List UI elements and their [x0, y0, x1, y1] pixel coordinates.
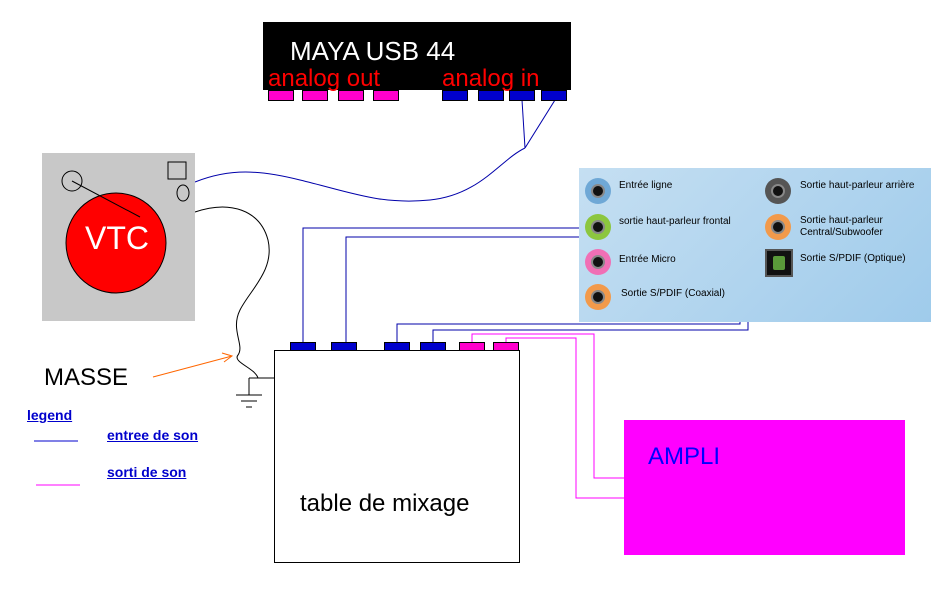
wire-mixer-to-line-in: [302, 227, 589, 342]
mixer-label: table de mixage: [300, 490, 470, 517]
rear-speaker-label: Sortie haut-parleur arrière: [800, 180, 915, 191]
turntable-spindle-icon: [61, 170, 83, 192]
legend-title: legend: [27, 407, 73, 423]
spdif-optical-label: Sortie S/PDIF (Optique): [800, 253, 906, 264]
amplifier-label: AMPLI: [648, 443, 721, 470]
maya-out-port-2: [302, 90, 328, 101]
wire-maya-in-left: [521, 99, 526, 149]
mixer-port-in-4: [420, 342, 446, 351]
mixer-port-out-1: [459, 342, 485, 351]
sound-card-panel: Entrée ligne sortie haut-parleur frontal…: [579, 168, 931, 322]
center-sub-label-line2: Central/Subwoofer: [800, 227, 883, 238]
rear-speaker-jack-icon: [765, 178, 791, 204]
line-in-label: Entrée ligne: [619, 180, 673, 191]
wire-mixer-to-ampli-2: [505, 337, 624, 499]
maya-in-port-4: [541, 90, 567, 101]
mic-label: Entrée Micro: [619, 254, 676, 265]
mixer-port-out-2: [493, 342, 519, 351]
center-sub-label-line1: Sortie haut-parleur: [800, 215, 883, 226]
wire-maya-in-right: [524, 99, 556, 149]
center-sub-jack-icon: [765, 214, 791, 240]
front-speaker-jack-icon: [585, 214, 611, 240]
maya-usb-interface: [263, 22, 571, 90]
legend-input-label: entree de son: [107, 427, 199, 443]
maya-out-port-1: [268, 90, 294, 101]
wire-mixer-to-ampli-1: [471, 333, 624, 479]
mixer-box: [274, 350, 520, 563]
mixer-port-in-3: [384, 342, 410, 351]
spdif-coaxial-jack-icon: [585, 284, 611, 310]
wire-mixer-to-front-out: [345, 236, 589, 342]
maya-analog-in-label: analog in: [442, 65, 540, 92]
amplifier-box: [624, 420, 905, 555]
turntable-tonearm: [71, 180, 141, 218]
legend-output-label: sorti de son: [107, 464, 187, 480]
turntable-control-square: [167, 161, 187, 180]
turntable-drawing: [61, 161, 190, 294]
maya-analog-out-label: analog out: [268, 65, 381, 92]
maya-out-port-3: [338, 90, 364, 101]
wire-vtc-ground: [194, 206, 270, 379]
turntable-label: VTC: [85, 220, 149, 256]
mixer-port-in-2: [331, 342, 357, 351]
line-in-jack-icon: [585, 178, 611, 204]
maya-in-port-1: [442, 90, 468, 101]
masse-arrow: [152, 355, 233, 378]
maya-out-port-4: [373, 90, 399, 101]
spdif-optical-jack-icon: [765, 249, 793, 277]
ground-label: MASSE: [44, 364, 129, 391]
spdif-coaxial-label: Sortie S/PDIF (Coaxial): [621, 288, 725, 299]
maya-in-port-3: [509, 90, 535, 101]
mixer-port-in-1: [290, 342, 316, 351]
mic-jack-icon: [585, 249, 611, 275]
wire-vtc-to-maya-in: [194, 147, 526, 202]
turntable-control-knob: [176, 184, 190, 202]
front-speaker-label: sortie haut-parleur frontal: [619, 216, 731, 227]
maya-title: MAYA USB 44: [290, 36, 456, 66]
turntable-platter: [65, 192, 167, 294]
maya-in-port-2: [478, 90, 504, 101]
